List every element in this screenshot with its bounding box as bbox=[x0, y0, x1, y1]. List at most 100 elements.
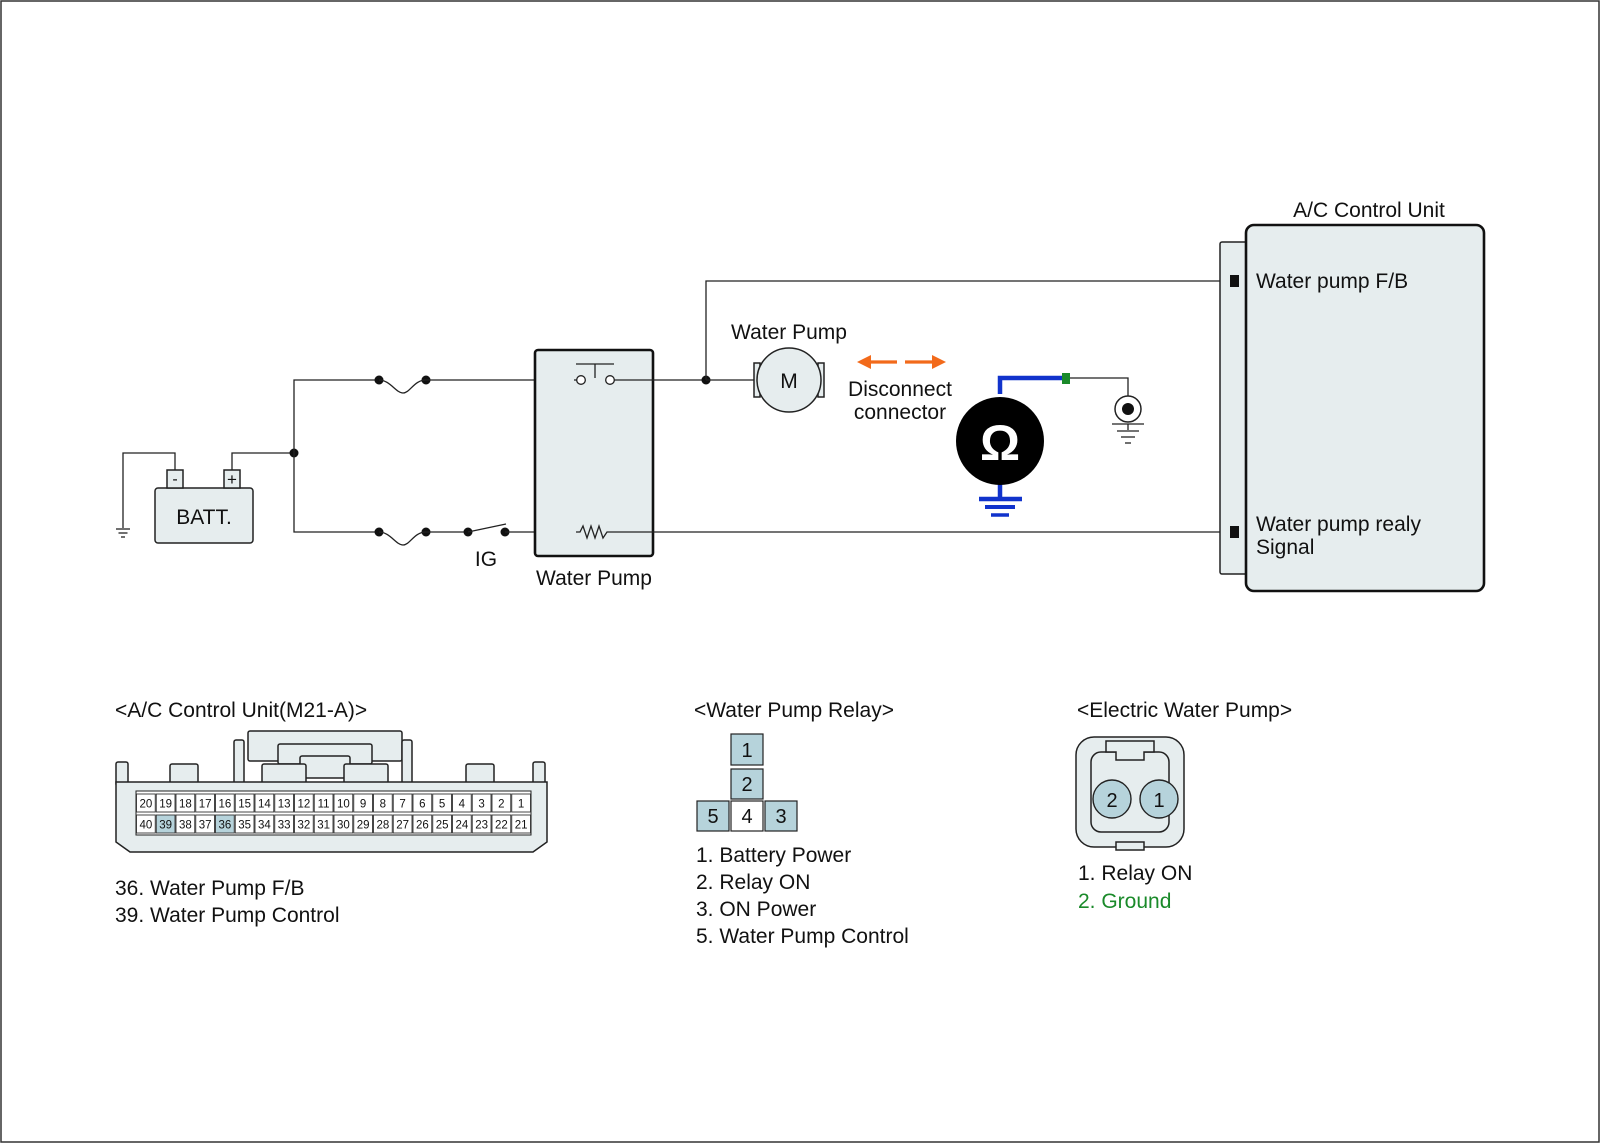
pump-connector: 2 1 bbox=[1075, 736, 1185, 851]
ac-pin-number: 29 bbox=[357, 820, 370, 832]
ac-pin-cell bbox=[353, 814, 373, 834]
lower-feed-wire bbox=[293, 453, 378, 533]
ac-pin-cell bbox=[175, 814, 196, 834]
ac-pin-cell bbox=[373, 814, 393, 834]
ac-pin-cell bbox=[274, 793, 294, 813]
feedback-terminal-label: Water pump F/B bbox=[1256, 270, 1408, 293]
ac-pin-cell bbox=[392, 793, 413, 813]
ac-pin-cell bbox=[491, 793, 512, 813]
ac-pin-number: 20 bbox=[139, 799, 152, 811]
ac-pin-number: 32 bbox=[297, 820, 310, 832]
ac-pin-cell bbox=[491, 814, 512, 834]
ac-pin-cell bbox=[333, 793, 354, 813]
ac-pin-cell bbox=[274, 814, 294, 834]
pump-connector-title: <Electric Water Pump> bbox=[1077, 699, 1292, 722]
ac-pin-number: 2 bbox=[498, 799, 504, 811]
ac-pin-cell bbox=[215, 814, 235, 834]
ac-pin-cell bbox=[234, 793, 255, 813]
ig-label: IG bbox=[475, 548, 497, 571]
relay-pin-1: 1 bbox=[741, 740, 752, 762]
pump-pin-1: 1 bbox=[1153, 790, 1164, 812]
ac-pin-number: 34 bbox=[258, 820, 271, 832]
ac-pin-cell bbox=[155, 814, 176, 834]
ac-pin-cell bbox=[511, 814, 531, 834]
ac-pin-number: 21 bbox=[515, 820, 528, 832]
ac-pin-cell bbox=[333, 814, 354, 834]
ac-pin-number: 10 bbox=[337, 799, 350, 811]
ac-pin-cell bbox=[392, 814, 413, 834]
ac-pin-number: 26 bbox=[416, 820, 429, 832]
relay-pin-5: 5 bbox=[707, 806, 718, 828]
ac-pin-cell bbox=[432, 814, 452, 834]
ac-pin-number: 37 bbox=[199, 820, 212, 832]
ac-pin-number: 25 bbox=[436, 820, 449, 832]
ac-pin-number: 36 bbox=[218, 820, 231, 832]
disconnect-text-line1: Disconnect bbox=[848, 378, 952, 401]
ac-legend-1: 36. Water Pump F/B bbox=[115, 877, 304, 900]
water-pump-relay bbox=[533, 348, 655, 558]
ac-pin-number: 12 bbox=[297, 799, 310, 811]
ac-pin-cell bbox=[412, 793, 433, 813]
ac-pin-number: 5 bbox=[439, 799, 445, 811]
ac-pin-number: 11 bbox=[318, 799, 330, 811]
ac-pin-number: 33 bbox=[278, 820, 291, 832]
ac-pin-cell bbox=[215, 793, 235, 813]
signal-terminal-label-line2: Signal bbox=[1256, 536, 1314, 559]
ac-pin-cell bbox=[294, 814, 314, 834]
battery-label: BATT. bbox=[176, 506, 232, 529]
relay-coil-icon bbox=[576, 523, 612, 541]
ac-pin-cell bbox=[432, 793, 452, 813]
ac-pin-number: 7 bbox=[399, 799, 405, 811]
ac-pin-number: 23 bbox=[475, 820, 488, 832]
battery-minus-sign: - bbox=[172, 471, 177, 488]
ac-pin-number: 40 bbox=[139, 820, 152, 832]
ac-pin-cell bbox=[452, 793, 472, 813]
ac-pin-number: 22 bbox=[495, 820, 508, 832]
relay-label: Water Pump bbox=[536, 567, 652, 590]
ac-pin-number: 28 bbox=[376, 820, 389, 832]
battery-ground-icon bbox=[116, 528, 130, 538]
disconnect-text-line2: connector bbox=[854, 401, 946, 424]
relay-legend-1: 1. Battery Power bbox=[696, 844, 851, 867]
ohm-symbol: Ω bbox=[980, 415, 1020, 471]
relay-pin-2: 2 bbox=[741, 774, 752, 796]
fuse-lower-icon bbox=[374, 527, 431, 546]
feedback-wire bbox=[705, 280, 1232, 380]
battery: - + BATT. bbox=[154, 469, 254, 544]
ac-pin-cell bbox=[452, 814, 472, 834]
ac-pin-number: 38 bbox=[179, 820, 192, 832]
ac-pin-number: 31 bbox=[317, 820, 330, 832]
ac-pin-cell bbox=[471, 814, 492, 834]
relay-connector: 1 2 5 4 3 bbox=[696, 733, 798, 832]
ac-pin-number: 17 bbox=[199, 799, 212, 811]
ac-pin-number: 9 bbox=[360, 799, 366, 811]
ac-pin-number: 6 bbox=[419, 799, 425, 811]
probe-lead-wire bbox=[1070, 377, 1129, 396]
ac-pin-number: 16 bbox=[218, 799, 231, 811]
ac-pin-number: 24 bbox=[455, 820, 468, 832]
disconnect-arrows-icon bbox=[857, 355, 946, 369]
ac-pin-cell bbox=[136, 793, 156, 813]
signal-terminal-label-line1: Water pump realy bbox=[1256, 513, 1421, 536]
water-pump-motor: M bbox=[753, 347, 825, 413]
ac-pin-cell bbox=[195, 793, 215, 813]
ac-pin-cell bbox=[412, 814, 433, 834]
ac-pin-cell bbox=[294, 793, 314, 813]
relay-legend-2: 2. Relay ON bbox=[696, 871, 810, 894]
ac-pin-number: 3 bbox=[478, 799, 484, 811]
feedback-terminal-pin bbox=[1230, 275, 1239, 287]
relay-legend-4: 5. Water Pump Control bbox=[696, 925, 909, 948]
pump-pin-2: 2 bbox=[1106, 790, 1117, 812]
ac-pin-number: 27 bbox=[396, 820, 409, 832]
ac-pin-cell bbox=[175, 793, 196, 813]
ac-pin-number: 39 bbox=[159, 820, 172, 832]
pump-legend-1: 1. Relay ON bbox=[1078, 862, 1192, 885]
motor-symbol: M bbox=[780, 370, 798, 393]
relay-legend-3: 3. ON Power bbox=[696, 898, 816, 921]
ac-legend-2: 39. Water Pump Control bbox=[115, 904, 339, 927]
ac-pin-cell bbox=[373, 793, 393, 813]
ac-pin-number: 19 bbox=[159, 799, 172, 811]
